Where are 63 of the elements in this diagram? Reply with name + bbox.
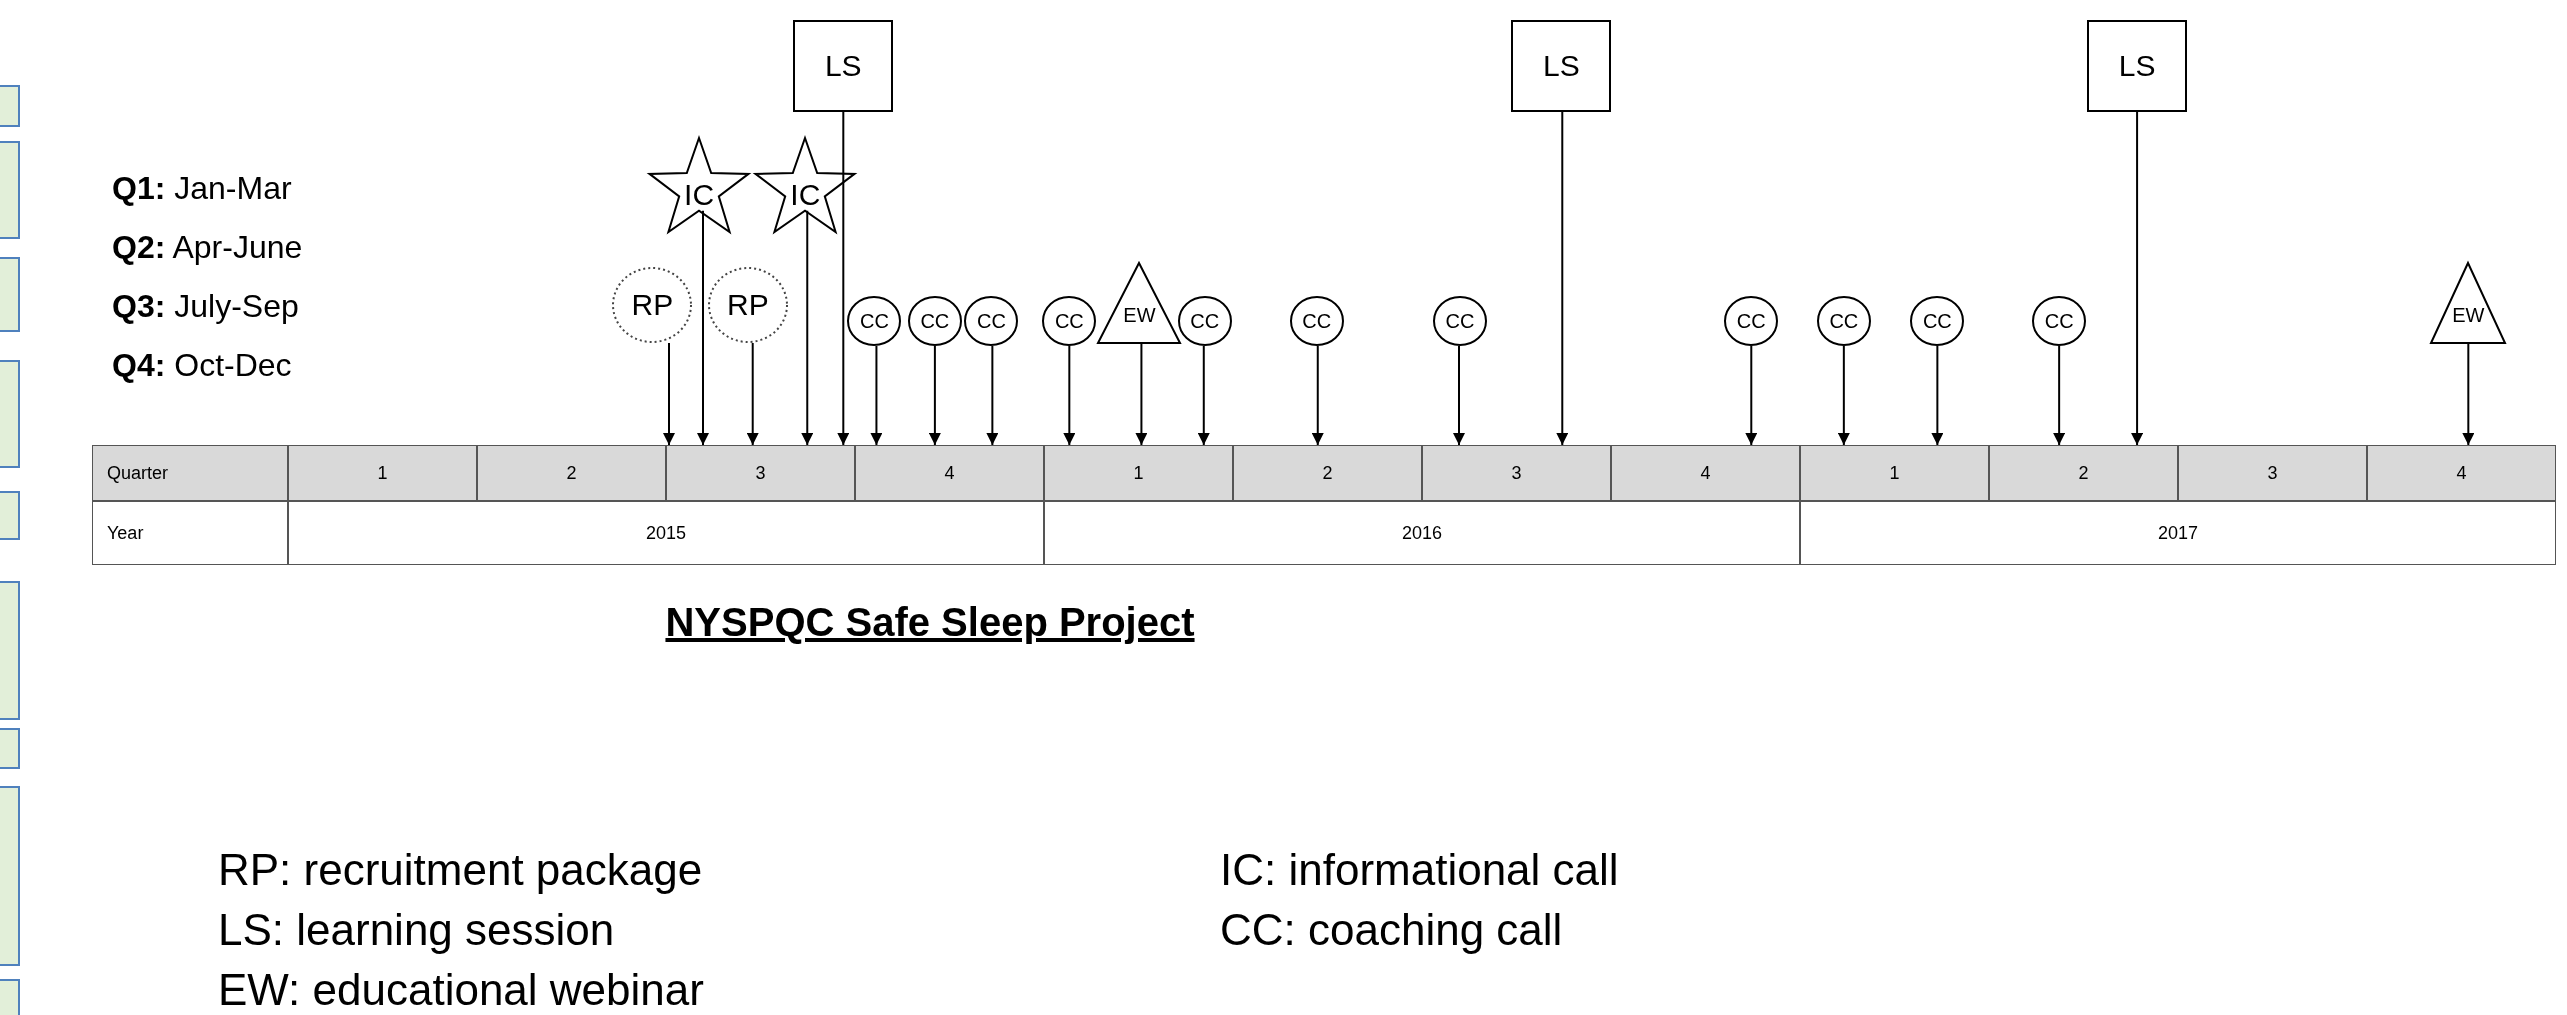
arrow: [1135, 343, 1148, 446]
triangle-marker: EW: [2430, 262, 2507, 344]
arrow: [1197, 345, 1210, 446]
table-cell: 4: [2367, 445, 2556, 501]
learning-session-box: LS: [793, 20, 894, 112]
circle-marker: CC: [1042, 296, 1097, 346]
arrow: [837, 111, 850, 446]
legend-text: RP: recruitment package: [218, 845, 703, 895]
table-cell: Year: [92, 501, 288, 565]
table-cell: 3: [2178, 445, 2367, 501]
arrow: [1311, 345, 1324, 446]
title: NYSPQC Safe Sleep Project: [665, 600, 1195, 645]
table-cell: 2: [1989, 445, 2178, 501]
arrow: [928, 345, 941, 446]
arrow: [1556, 111, 1569, 446]
table-cell: 2015: [288, 501, 1044, 565]
dotted-circle-marker: RP: [612, 267, 693, 343]
table-cell: 4: [855, 445, 1044, 501]
quarter-note: Q1: Jan-Mar: [112, 170, 292, 207]
circle-marker: CC: [1816, 296, 1871, 346]
legend-text: CC: coaching call: [1220, 905, 1563, 955]
legend-text: LS: learning session: [218, 905, 615, 955]
dotted-circle-marker: RP: [707, 267, 788, 343]
arrow: [1453, 345, 1465, 446]
table-cell: 2: [1233, 445, 1422, 501]
legend-text: IC: informational call: [1220, 845, 1619, 895]
arrow: [746, 342, 759, 446]
circle-marker: CC: [907, 296, 962, 346]
table-cell: 2: [477, 445, 666, 501]
arrow: [1063, 345, 1076, 446]
table-cell: 1: [288, 445, 477, 501]
table-cell: Quarter: [92, 445, 288, 501]
circle-marker: CC: [1289, 296, 1344, 346]
table-cell: 2017: [1800, 501, 2556, 565]
circle-marker: CC: [1177, 296, 1232, 346]
arrow: [1837, 345, 1850, 446]
circle-marker: CC: [1433, 296, 1487, 346]
table-cell: 1: [1044, 445, 1233, 501]
table-cell: 2016: [1044, 501, 1800, 565]
triangle-marker: EW: [1097, 262, 1182, 344]
learning-session-box: LS: [1511, 20, 1612, 112]
arrow: [2053, 345, 2066, 446]
table-cell: 3: [666, 445, 855, 501]
legend-text: EW: educational webinar: [218, 965, 704, 1015]
arrow: [1931, 345, 1944, 446]
arrow: [2462, 343, 2475, 446]
quarter-note: Q2: Apr-June: [112, 229, 303, 266]
circle-marker: CC: [1910, 296, 1965, 346]
learning-session-box: LS: [2087, 20, 2188, 112]
circle-marker: CC: [847, 296, 902, 346]
circle-marker: CC: [2032, 296, 2087, 346]
table-cell: 3: [1422, 445, 1611, 501]
arrow: [663, 342, 675, 446]
table-cell: 1: [1800, 445, 1989, 501]
arrow: [2131, 111, 2144, 446]
circle-marker: CC: [964, 296, 1019, 346]
circle-marker: CC: [1724, 296, 1779, 346]
arrow: [1745, 345, 1758, 446]
arrow: [986, 345, 999, 446]
table-cell: 4: [1611, 445, 1800, 501]
quarter-note: Q4: Oct-Dec: [112, 347, 292, 384]
quarter-note: Q3: July-Sep: [112, 288, 299, 325]
arrow: [870, 345, 883, 446]
